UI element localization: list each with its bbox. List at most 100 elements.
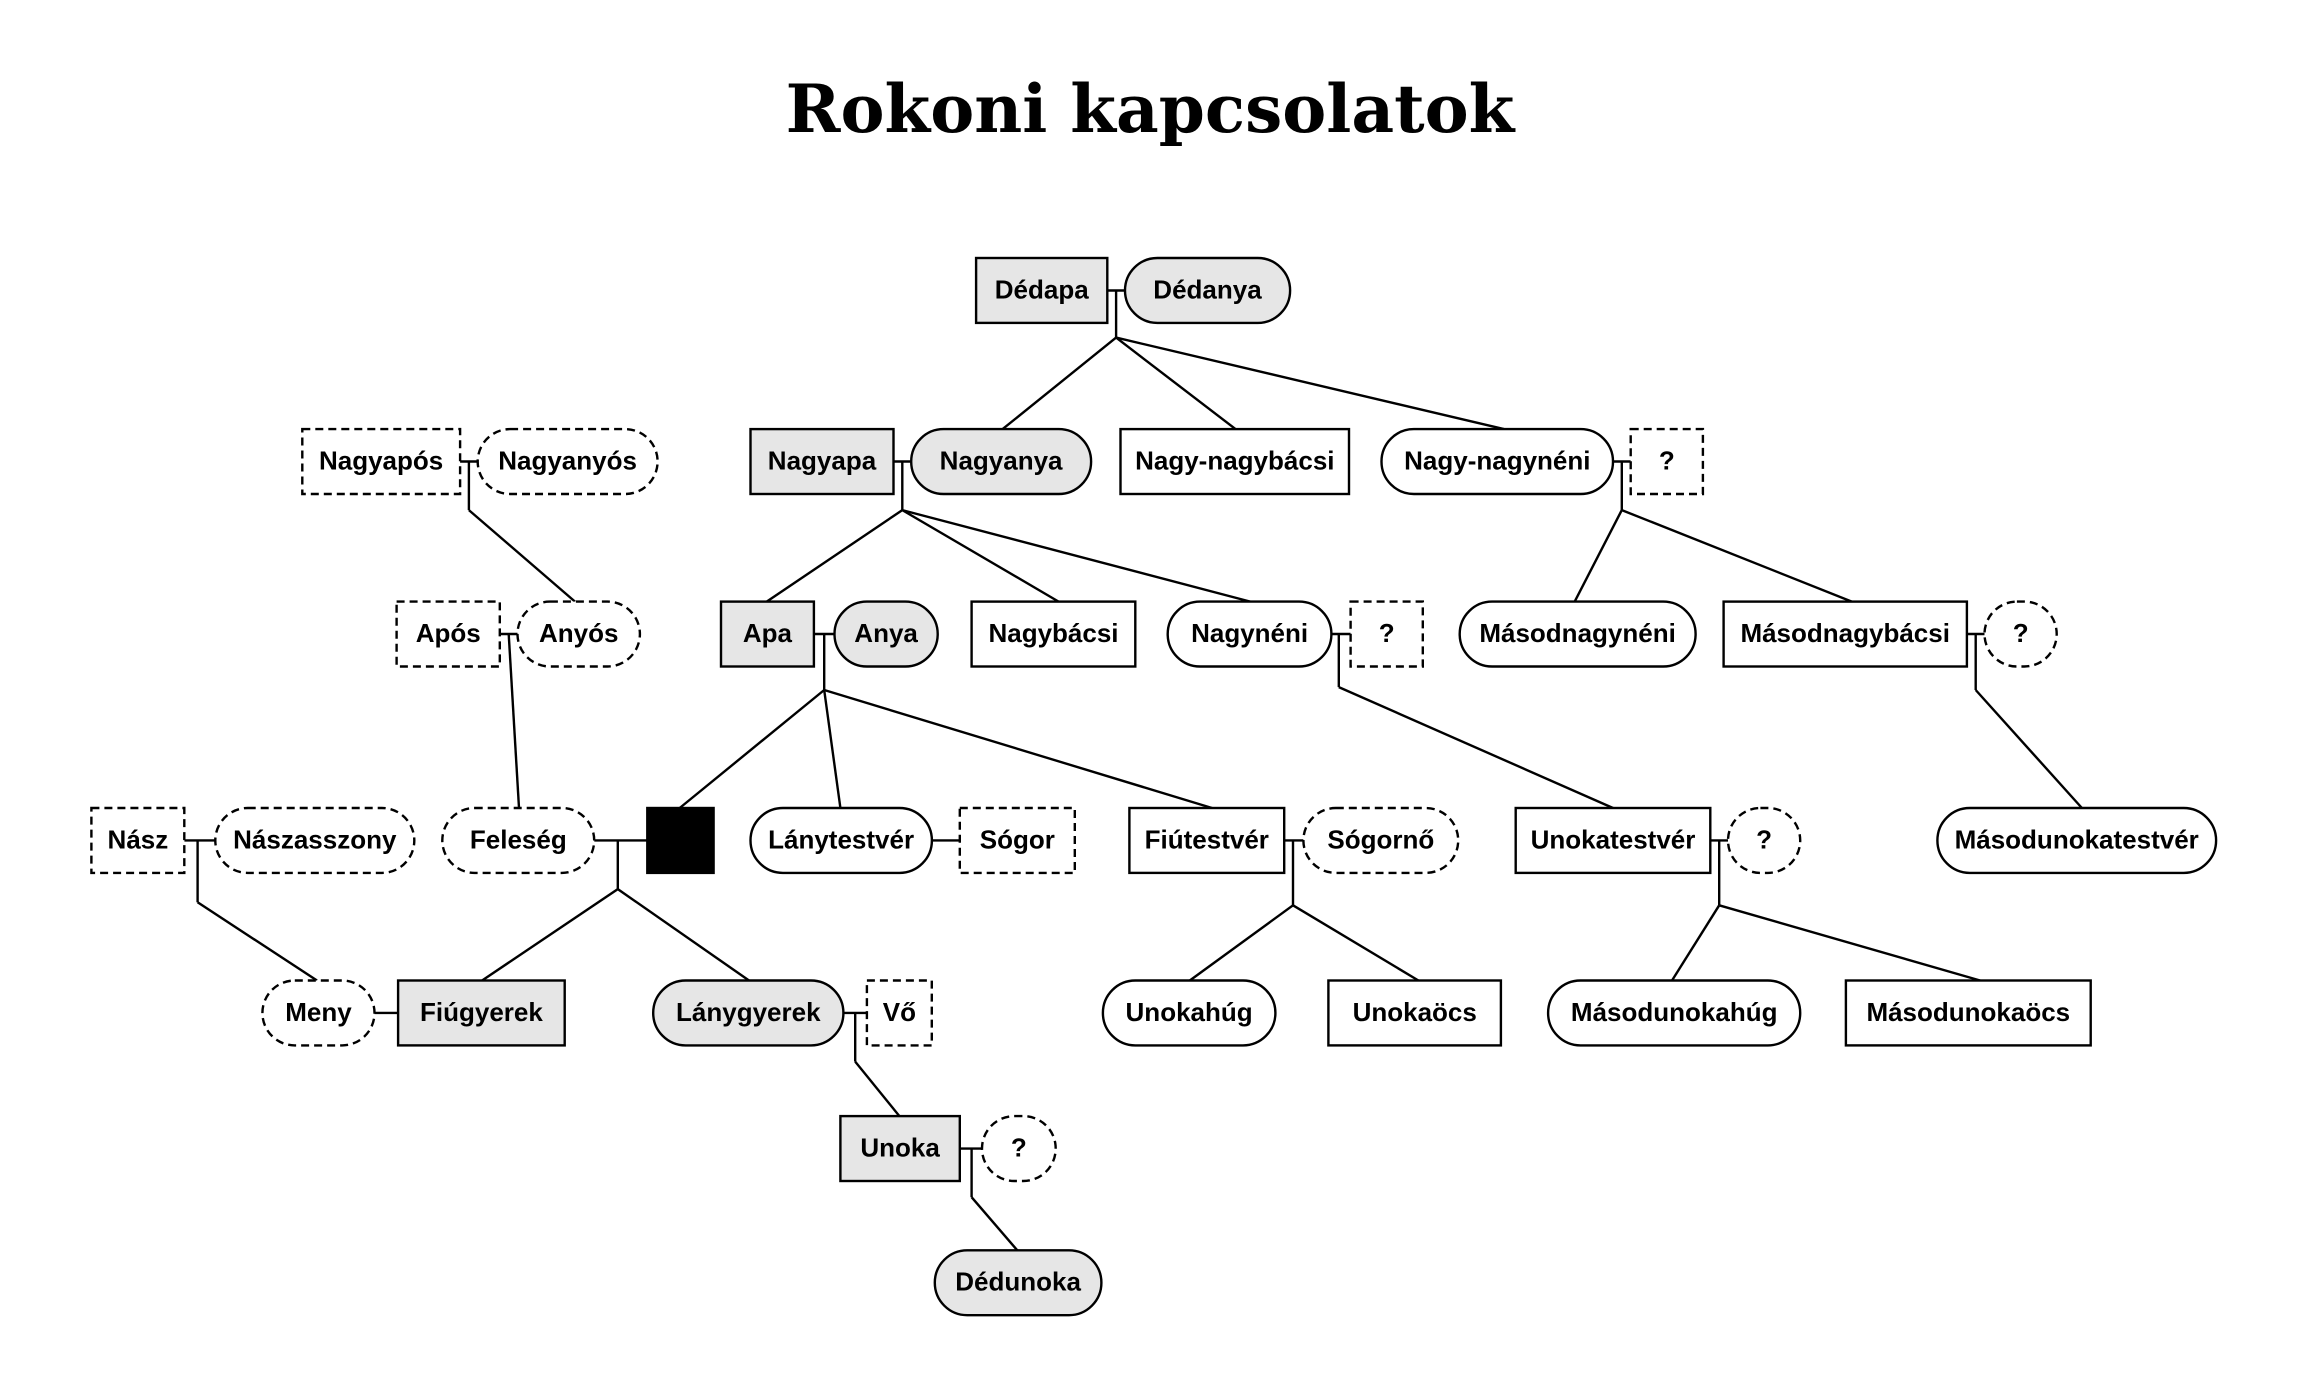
node-unoka-shape	[839, 1114, 962, 1183]
node-masodnagyneni: Másodnagynéni	[1458, 600, 1697, 668]
node-unokahug-label: Unokahúg	[1126, 997, 1253, 1027]
node-dedanya: Dédanya	[1123, 256, 1292, 325]
node-sogorno-shape	[1302, 806, 1460, 875]
connector-line	[823, 689, 842, 809]
node-vo-shape	[865, 979, 934, 1047]
connector-line	[468, 509, 576, 603]
node-nagyneni-shape	[1166, 600, 1333, 668]
node-feleseg-shape	[441, 806, 596, 875]
node-nagyanyos-label: Nagyanyós	[498, 445, 637, 475]
node-apos: Após	[395, 600, 502, 668]
node-masodunokahug-shape	[1546, 979, 1802, 1047]
connector-line	[766, 509, 903, 603]
node-unokahug: Unokahúg	[1101, 979, 1277, 1047]
node-dedunoka: Dédunoka	[933, 1249, 1103, 1317]
node-unoka: Unoka	[839, 1114, 962, 1183]
connector-line	[901, 508, 1251, 603]
node-anyos: Anyós	[516, 600, 642, 668]
node-nagybacsi: Nagybácsi	[970, 600, 1137, 668]
connector-line	[1338, 686, 1614, 810]
node-lanytestver: Lánytestvér	[749, 806, 934, 875]
connector-line	[196, 901, 318, 982]
node-feleseg: Feleség	[441, 806, 596, 875]
connector-line	[901, 509, 1060, 603]
connector-line	[1001, 336, 1117, 431]
node-lanytestver-shape	[749, 806, 934, 875]
connector-line	[823, 688, 1213, 810]
node-anya: Anya	[833, 600, 939, 668]
node-masodunokahug: Másodunokahúg	[1546, 979, 1802, 1047]
node-unokatestver-shape	[1514, 806, 1712, 875]
diagram-title: Rokoni kapcsolatok	[785, 70, 1515, 148]
node-masodunokaocs-label: Másodunokaöcs	[1866, 997, 2070, 1027]
connector-line	[1189, 904, 1294, 982]
node-unokaocs: Unokaöcs	[1327, 979, 1503, 1047]
node-masodunokahug-label: Másodunokahúg	[1571, 997, 1778, 1027]
node-unoka-label: Unoka	[860, 1132, 940, 1162]
node-sogorno: Sógornő	[1302, 806, 1460, 875]
node-lanygyerek-label: Lánygyerek	[676, 997, 821, 1027]
connector-line	[678, 689, 825, 809]
node-nagynagybacsi-label: Nagy-nagybácsi	[1135, 445, 1334, 475]
node-lanytestver-label: Lánytestvér	[768, 824, 914, 854]
node-dedanya-label: Dédanya	[1153, 274, 1262, 304]
node-meny: Meny	[261, 979, 376, 1047]
node-nagynagybacsi-shape	[1119, 427, 1351, 496]
node-feleseg-label: Feleség	[470, 824, 567, 854]
connector-line	[481, 888, 619, 982]
connector-line	[1974, 689, 2083, 809]
node-nasz-label: Nász	[108, 824, 169, 854]
connector-line	[1115, 336, 1505, 431]
node-nagybacsi-label: Nagybácsi	[988, 618, 1118, 648]
node-fiugyerek-shape	[396, 979, 566, 1047]
node-naszasszony: Nászasszony	[214, 806, 416, 875]
node-q3: ?	[1983, 600, 2058, 668]
node-nagyapos: Nagyapós	[301, 427, 462, 496]
node-fiugyerek-label: Fiúgyerek	[420, 997, 543, 1027]
node-unokaocs-label: Unokaöcs	[1353, 997, 1477, 1027]
node-meny-shape	[261, 979, 376, 1047]
node-nagyanya-shape	[910, 427, 1093, 496]
connector-line	[854, 1060, 901, 1117]
node-q5-label: ?	[1011, 1132, 1027, 1162]
node-nagyapa-label: Nagyapa	[768, 445, 877, 475]
node-masodunokatestver-shape	[1936, 806, 2218, 875]
node-nagynagyneni-shape	[1380, 427, 1615, 496]
node-q4-label: ?	[1756, 824, 1772, 854]
node-nagyapos-label: Nagyapós	[319, 445, 443, 475]
connector-line	[1573, 509, 1623, 603]
node-masodnagybacsi-shape	[1722, 600, 1969, 668]
connector-line	[1292, 904, 1420, 982]
node-lanygyerek: Lánygyerek	[652, 979, 845, 1047]
node-masodnagybacsi-label: Másodnagybácsi	[1740, 618, 1950, 648]
node-nagyapa: Nagyapa	[749, 427, 895, 496]
node-nagyanyos: Nagyanyós	[476, 427, 659, 496]
node-unokatestver-label: Unokatestvér	[1531, 824, 1696, 854]
node-q1-label: ?	[1659, 445, 1675, 475]
node-dedanya-shape	[1123, 256, 1292, 325]
connector-line	[1718, 904, 1981, 982]
node-nagyneni-label: Nagynéni	[1191, 618, 1308, 648]
node-unokahug-shape	[1101, 979, 1277, 1047]
node-masodunokatestver-label: Másodunokatestvér	[1955, 824, 2199, 854]
node-fiutestver-shape	[1128, 806, 1286, 875]
node-naszasszony-shape	[214, 806, 416, 875]
node-fiutestver-label: Fiútestvér	[1145, 824, 1269, 854]
node-apos-shape	[395, 600, 502, 668]
node-anya-label: Anya	[854, 618, 918, 648]
node-sogor-label: Sógor	[980, 824, 1055, 854]
node-nagybacsi-shape	[970, 600, 1137, 668]
node-en: Én	[646, 806, 715, 875]
node-dedunoka-shape	[933, 1249, 1103, 1317]
connector-line	[1621, 508, 1853, 603]
node-unokatestver: Unokatestvér	[1514, 806, 1712, 875]
node-q5-shape	[980, 1114, 1057, 1183]
node-nagyapa-shape	[749, 427, 895, 496]
node-nagynagybacsi: Nagy-nagybácsi	[1119, 427, 1351, 496]
node-apa-label: Apa	[743, 618, 793, 648]
node-sogor-shape	[958, 806, 1076, 875]
node-masodnagyneni-shape	[1458, 600, 1697, 668]
node-vo-label: Vő	[883, 997, 916, 1027]
node-q2-label: ?	[1379, 618, 1395, 648]
node-q1-shape	[1629, 427, 1705, 496]
